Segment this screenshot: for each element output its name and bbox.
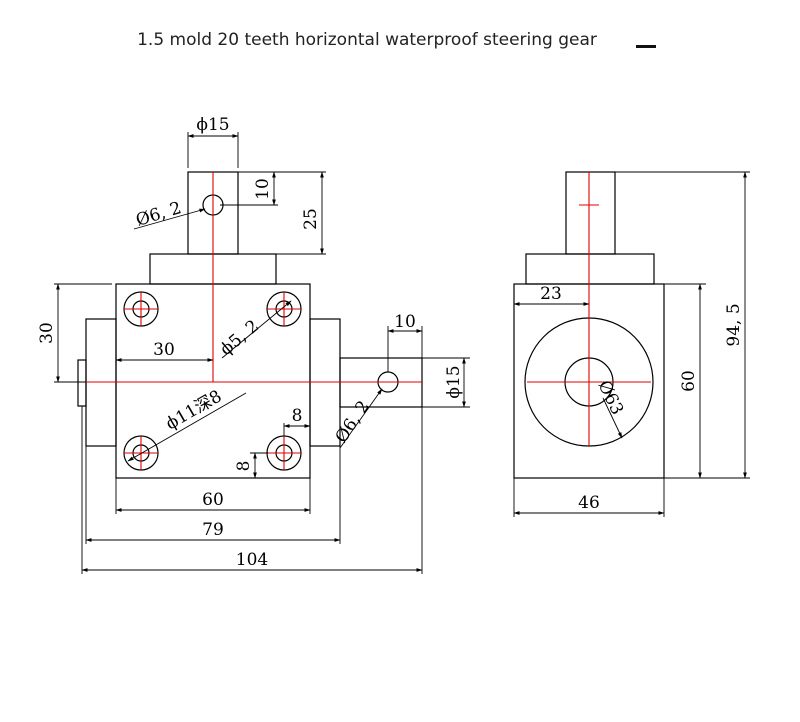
mount-hole-top-left	[123, 291, 159, 327]
side-view: 23 Ø63 60 94, 5 46	[513, 171, 750, 517]
dim-top-offset: 10	[253, 178, 273, 200]
mount-hole-top-right	[266, 291, 302, 327]
dim-mount-hole: ϕ5, 2	[216, 316, 263, 360]
dim-top-pin-hole: Ø6, 2	[134, 198, 184, 231]
dim-side-height: 60	[679, 370, 699, 392]
dim-right-pin-hole: Ø6, 2	[332, 397, 375, 447]
dim-shaft-length: 25	[301, 208, 321, 230]
dim-side-bore: Ø63	[594, 377, 628, 418]
dim-housing-width: 60	[202, 490, 224, 510]
side-shaft	[565, 171, 616, 255]
mount-hole-bottom-right	[266, 435, 302, 471]
dim-side-half-width: 23	[540, 284, 562, 304]
dim-shaft-diameter: ϕ15	[196, 115, 229, 135]
dim-upper-height: 30	[37, 322, 57, 344]
dim-right-offset: 10	[394, 312, 416, 332]
dim-edge-vertical: 8	[234, 461, 254, 472]
dim-overall-width: 104	[236, 550, 268, 570]
front-view: ϕ15 10 25 Ø6, 2 30 30 ϕ5, 2 ϕ11深8 8	[37, 115, 470, 574]
drawing-title: 1.5 mold 20 teeth horizontal waterproof …	[137, 30, 597, 50]
side-flange	[525, 253, 655, 285]
left-shaft-stub	[77, 359, 87, 407]
dim-boss-width: 79	[202, 520, 224, 540]
dim-edge-horizontal: 8	[292, 406, 303, 426]
dim-side-width: 46	[578, 493, 600, 513]
dim-center-distance: 30	[153, 340, 175, 360]
dim-side-total-height: 94, 5	[724, 303, 744, 346]
title-mark-icon	[636, 45, 656, 48]
dim-right-shaft-diameter: ϕ15	[444, 365, 464, 398]
